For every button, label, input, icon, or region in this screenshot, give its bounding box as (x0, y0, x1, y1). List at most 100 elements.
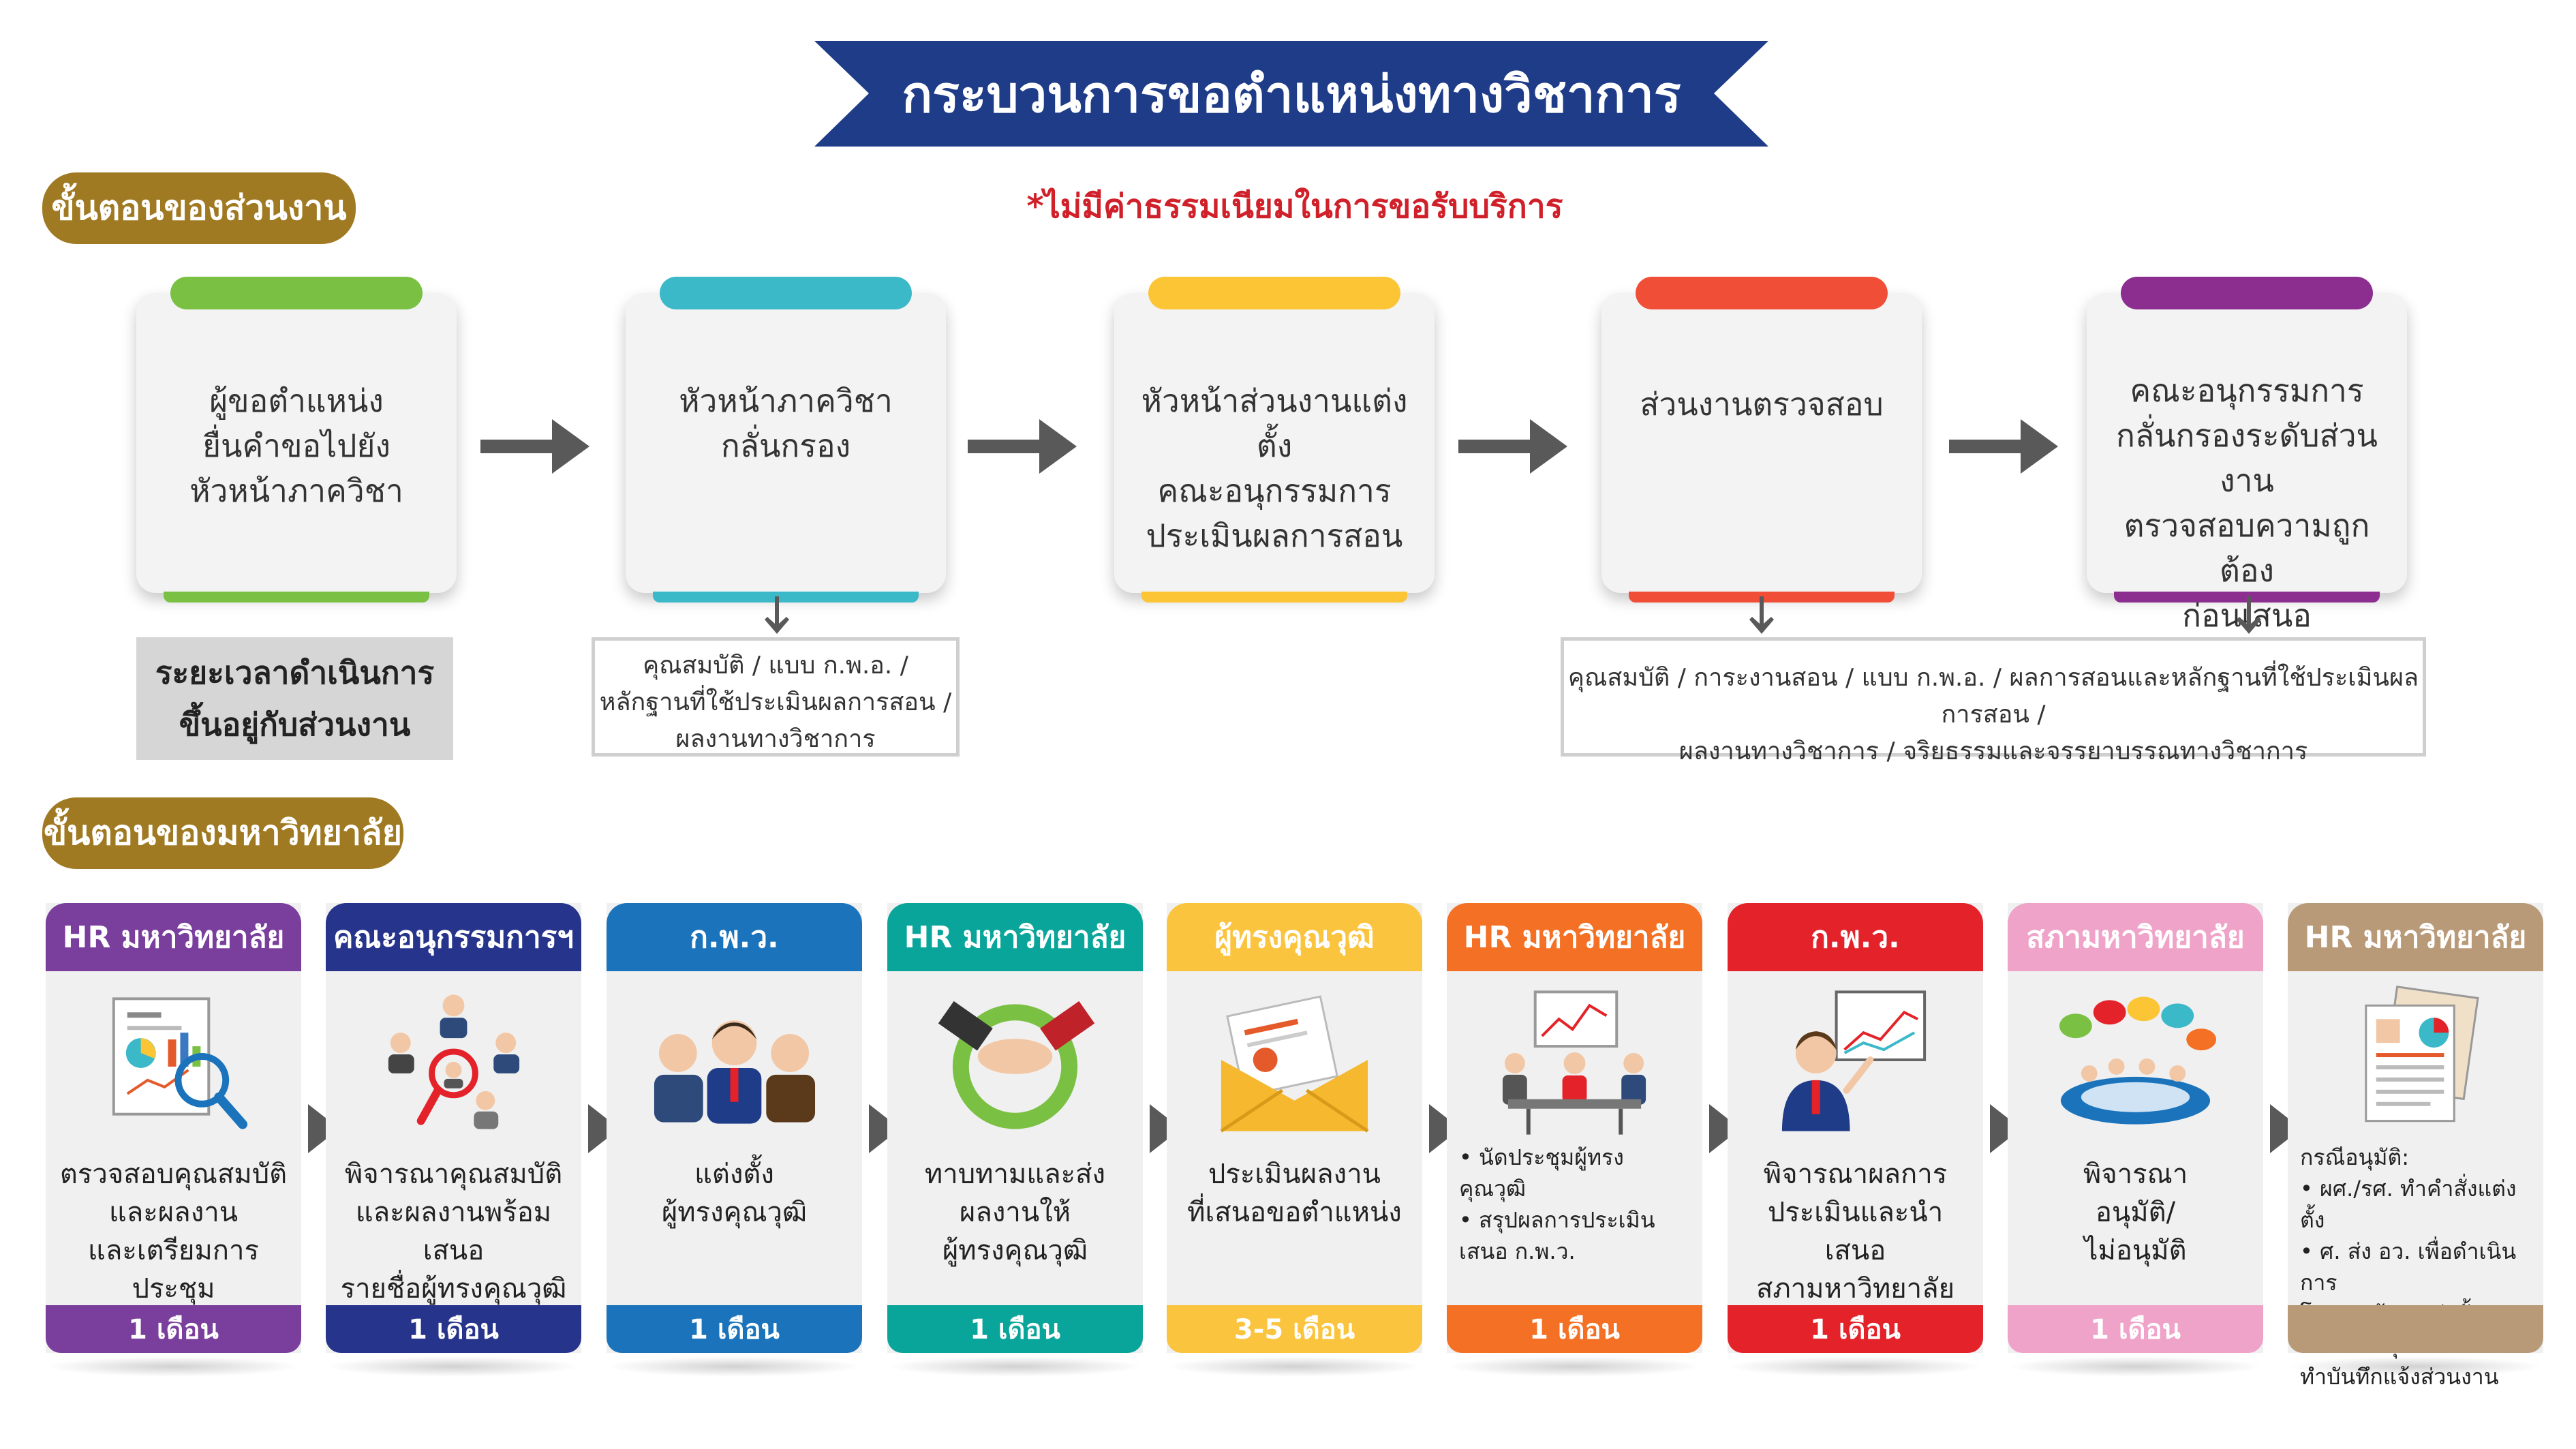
univ-step-column: HR มหาวิทยาลัย • นัดประชุมผู้ทรงคุณวุฒิ•… (1447, 903, 1702, 1353)
card-top-tab (660, 277, 912, 309)
arrow-down-icon (1749, 596, 1774, 634)
univ-step-column: ก.พ.ว. พิจารณาผลการประเมินและนำเสนอสภามห… (1728, 903, 1983, 1353)
duration-box: ระยะเวลาดำเนินการ ขึ้นอยู่กับส่วนงาน (136, 637, 453, 760)
univ-step-column: คณะอนุกรรมการฯ พิจารณาคุณสมบัติและผลงานพ… (326, 903, 581, 1353)
duration-badge: 3-5 เดือน (1167, 1305, 1422, 1353)
description-line: • สรุปผลการประเมิน (1459, 1207, 1655, 1233)
card-bottom-bar (653, 592, 919, 603)
arrow-right-icon (968, 419, 1077, 474)
people-search-icon (367, 985, 540, 1138)
univ-step-description: • นัดประชุมผู้ทรงคุณวุฒิ• สรุปผลการประเม… (1459, 1142, 1690, 1267)
description-line: ที่เสนอขอตำแหน่ง (1187, 1197, 1402, 1228)
duration-badge (2288, 1305, 2543, 1353)
step-line: ผู้ขอตำแหน่ง (209, 382, 384, 419)
column-shadow (46, 1356, 301, 1377)
arrow-right-icon (480, 419, 589, 474)
univ-step-header: ก.พ.ว. (607, 903, 862, 971)
required-docs-box-2: คุณสมบัติ / การะงานสอน / แบบ ก.พ.อ. / ผล… (1561, 637, 2426, 765)
description-line: และผลงาน (108, 1197, 239, 1228)
dept-step-text: ผู้ขอตำแหน่งยื่นคำขอไปยังหัวหน้าภาควิชา (150, 378, 443, 513)
step-line: หัวหน้าภาควิชา (189, 472, 403, 509)
step-line: คณะอนุกรรมการ (1157, 472, 1392, 509)
step-line: ตรวจสอบความถูกต้อง (2123, 507, 2370, 589)
dept-step-card: ผู้ขอตำแหน่งยื่นคำขอไปยังหัวหน้าภาควิชา (136, 277, 457, 603)
univ-step-column: HR มหาวิทยาลัย กรณีอนุมัติ: • ผศ./รศ. ทำค… (2288, 903, 2543, 1390)
council-meeting-icon (2049, 985, 2222, 1138)
description-line: ผลงานให้ (959, 1197, 1071, 1228)
description-line: ตรวจสอบคุณสมบัติ (59, 1159, 288, 1190)
univ-step-column: ก.พ.ว. แต่งตั้งผู้ทรงคุณวุฒิ 1 เดือน (607, 903, 862, 1353)
description-line: • ผศ./รศ. ทำคำสั่งแต่งตั้ง (2300, 1176, 2517, 1233)
presenter-chart-icon (1768, 985, 1942, 1138)
title-ribbon: กระบวนการขอตำแหน่งทางวิชาการ (814, 41, 1768, 147)
univ-step-header: HR มหาวิทยาลัย (1447, 903, 1702, 971)
meeting-icon (1488, 985, 1661, 1138)
doc-line: หลักฐานที่ใช้ประเมินผลการสอน / (599, 688, 952, 716)
dept-step-card: หัวหน้าภาควิชากลั่นกรอง (626, 277, 946, 603)
doc-line: ผลงานทางวิชาการ / จริยธรรมและจรรยาบรรณทา… (1678, 737, 2308, 765)
column-shadow (887, 1356, 1143, 1377)
column-shadow (1728, 1356, 1983, 1377)
description-line: • ศ. ส่ง อว. เพื่อดำเนินการ (2300, 1238, 2517, 1296)
univ-step-column: สภามหาวิทยาลัย พิจารณาอนุมัติ/ไม่อนุมัติ… (2008, 903, 2263, 1353)
duration-badge: 1 เดือน (1447, 1305, 1702, 1353)
card-top-tab (170, 277, 423, 309)
description-line: ประเมินผลงาน (1208, 1159, 1381, 1190)
duration-badge: 1 เดือน (2008, 1305, 2263, 1353)
univ-step-description: พิจารณาคุณสมบัติและผลงานพร้อมเสนอรายชื่อ… (338, 1155, 569, 1308)
step-line: หัวหน้าภาควิชา (679, 382, 893, 419)
dept-step-card: คณะอนุกรรมการกลั่นกรองระดับส่วนงานตรวจสอ… (2087, 277, 2407, 679)
description-line: พิจารณา (2083, 1159, 2188, 1190)
step-line: กลั่นกรอง (720, 427, 851, 464)
arrow-down-icon (765, 596, 789, 634)
card-top-tab (1148, 277, 1400, 309)
doc-line: คุณสมบัติ / แบบ ก.พ.อ. / (643, 652, 908, 680)
duration-badge: 1 เดือน (1728, 1305, 1983, 1353)
univ-step-description: กรณีอนุมัติ: • ผศ./รศ. ทำคำสั่งแต่งตั้ง• … (2300, 1142, 2531, 1392)
card-bottom-bar (1141, 592, 1407, 603)
step-line: ส่วนงานตรวจสอบ (1640, 386, 1884, 423)
required-docs-box-1: คุณสมบัติ / แบบ ก.พ.อ. / หลักฐานที่ใช้ปร… (592, 637, 960, 757)
ribbon-shape (814, 41, 1768, 147)
card-top-tab (2121, 277, 2373, 309)
dept-section-label: ขั้นตอนของส่วนงาน (42, 172, 356, 244)
description-line: ทำบันทึกแจ้งส่วนงาน (2300, 1364, 2499, 1390)
dept-step-text: หัวหน้าภาควิชากลั่นกรอง (639, 378, 932, 468)
univ-section-label: ขั้นตอนของมหาวิทยาลัย (42, 797, 403, 869)
column-shadow (326, 1356, 581, 1377)
description-line: และเตรียมการประชุม (88, 1235, 259, 1305)
duration-badge: 1 เดือน (46, 1305, 301, 1353)
description-line: ผู้ทรงคุณวุฒิ (942, 1235, 1088, 1266)
column-shadow (607, 1356, 862, 1377)
step-line: หัวหน้าส่วนงานแต่งตั้ง (1141, 382, 1408, 464)
univ-step-header: คณะอนุกรรมการฯ (326, 903, 581, 971)
description-line: สภามหาวิทยาลัย (1755, 1273, 1955, 1305)
univ-step-description: ทาบทามและส่งผลงานให้ผู้ทรงคุณวุฒิ (900, 1155, 1131, 1270)
step-line: ประเมินผลการสอน (1146, 517, 1403, 554)
dept-step-card: ส่วนงานตรวจสอบ (1601, 277, 1922, 603)
description-line: แต่งตั้ง (694, 1159, 774, 1190)
univ-step-description: ตรวจสอบคุณสมบัติและผลงานและเตรียมการประช… (58, 1155, 289, 1308)
description-line: รายชื่อผู้ทรงคุณวุฒิ (340, 1273, 567, 1305)
dept-step-text: ส่วนงานตรวจสอบ (1615, 382, 1908, 427)
doc-line: คุณสมบัติ / การะงานสอน / แบบ ก.พ.อ. / ผล… (1567, 664, 2419, 729)
duration-badge: 1 เดือน (326, 1305, 581, 1353)
column-shadow (1167, 1356, 1422, 1377)
dept-step-card: หัวหน้าส่วนงานแต่งตั้งคณะอนุกรรมการประเม… (1114, 277, 1435, 603)
univ-step-description: แต่งตั้งผู้ทรงคุณวุฒิ (619, 1155, 850, 1232)
column-shadow (2288, 1356, 2543, 1377)
univ-step-description: ประเมินผลงานที่เสนอขอตำแหน่ง (1179, 1155, 1410, 1232)
univ-step-header: ผู้ทรงคุณวุฒิ (1167, 903, 1422, 971)
description-line: กรณีอนุมัติ: (2300, 1144, 2409, 1170)
report-magnifier-icon (87, 985, 260, 1138)
arrow-down-icon (2237, 596, 2261, 634)
univ-step-header: HR มหาวิทยาลัย (887, 903, 1143, 971)
card-bottom-bar (164, 592, 429, 603)
description-line: ไม่อนุมัติ (2084, 1235, 2187, 1266)
step-line: กลั่นกรองระดับส่วนงาน (2116, 417, 2378, 499)
univ-step-header: HR มหาวิทยาลัย (2288, 903, 2543, 971)
dept-step-text: หัวหน้าส่วนงานแต่งตั้งคณะอนุกรรมการประเม… (1128, 378, 1421, 558)
univ-step-column: ผู้ทรงคุณวุฒิ ประเมินผลงานที่เสนอขอตำแหน… (1167, 903, 1422, 1353)
arrow-right-icon (1949, 419, 2058, 474)
duration-badge: 1 เดือน (607, 1305, 862, 1353)
